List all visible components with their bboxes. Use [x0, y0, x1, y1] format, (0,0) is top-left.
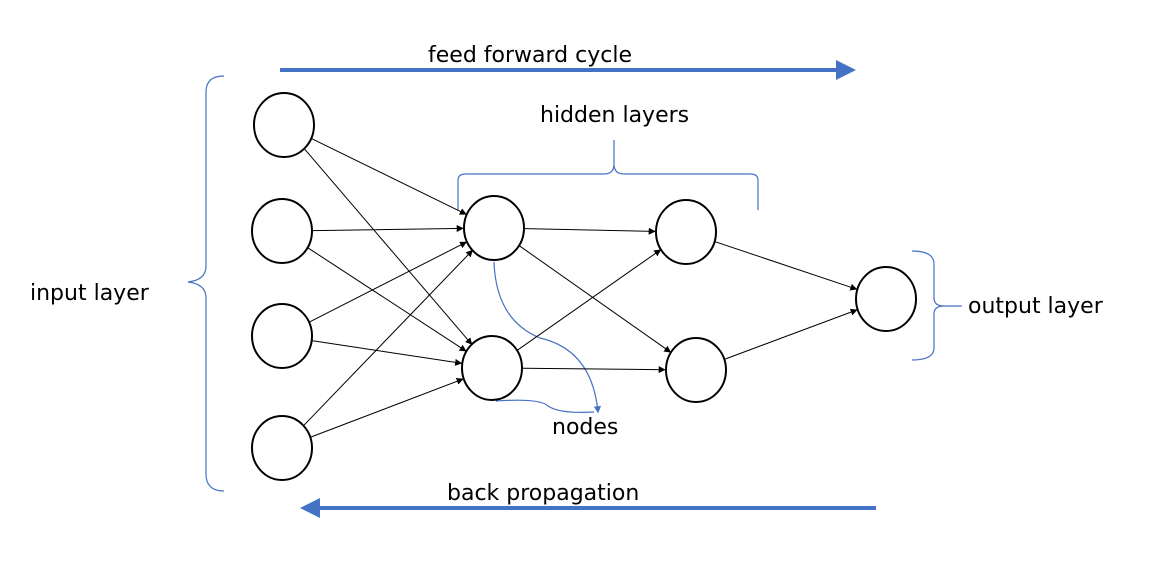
back-propagation-label: back propagation [447, 481, 639, 506]
edge-hidden-2-2-to-output-1 [724, 308, 858, 360]
hidden-2-node-1 [655, 199, 717, 265]
hidden-layer-2 [655, 199, 727, 403]
edge-hidden-1-1-to-hidden-2-2 [519, 245, 672, 353]
hidden-1-node-1 [463, 195, 525, 261]
feed-forward-arrow [280, 60, 856, 80]
input-node-4 [251, 415, 313, 481]
input-layer-label: input layer [30, 281, 150, 306]
output-node-1 [855, 266, 917, 332]
connections [303, 138, 858, 438]
input-node-1 [253, 92, 315, 158]
output-layer-label: output layer [968, 294, 1104, 319]
back-propagation-arrow [300, 498, 876, 518]
edge-hidden-1-1-to-hidden-2-1 [524, 227, 656, 235]
hidden-layers-label: hidden layers [540, 103, 689, 128]
hidden-1-node-2 [461, 335, 523, 401]
feed-forward-arrow-head [836, 60, 856, 80]
edge-hidden-1-2-to-hidden-2-1 [517, 249, 662, 351]
output-layer-bracket [911, 250, 945, 361]
edge-hidden-2-1-to-output-1 [715, 241, 858, 291]
hidden-layers-bracket [457, 140, 759, 210]
input-node-3 [251, 303, 313, 369]
nodes-label: nodes [552, 415, 618, 440]
edge-input-4-to-hidden-1-2 [310, 377, 464, 438]
back-propagation-arrow-head [300, 498, 320, 518]
edge-input-3-to-hidden-1-1 [309, 241, 468, 323]
edge-input-3-to-hidden-1-2 [312, 340, 463, 366]
edge-input-1-to-hidden-1-2 [303, 148, 473, 345]
edge-input-4-to-hidden-1-1 [303, 249, 473, 427]
input-layer-bracket [187, 75, 225, 492]
input-layer [251, 92, 315, 481]
hidden-layer-1 [461, 195, 525, 401]
edge-input-2-to-hidden-1-1 [312, 224, 464, 232]
feed-forward-label: feed forward cycle [428, 43, 632, 68]
nodes-pointer-curve-upper [493, 261, 602, 414]
edge-hidden-1-2-to-hidden-2-2 [522, 366, 666, 374]
edge-input-1-to-hidden-1-1 [311, 138, 467, 215]
output-layer [855, 266, 917, 332]
hidden-2-node-2 [665, 337, 727, 403]
edge-input-2-to-hidden-1-2 [307, 247, 467, 352]
input-node-2 [251, 198, 313, 264]
nodes-pointer-curve-lower [495, 399, 595, 413]
